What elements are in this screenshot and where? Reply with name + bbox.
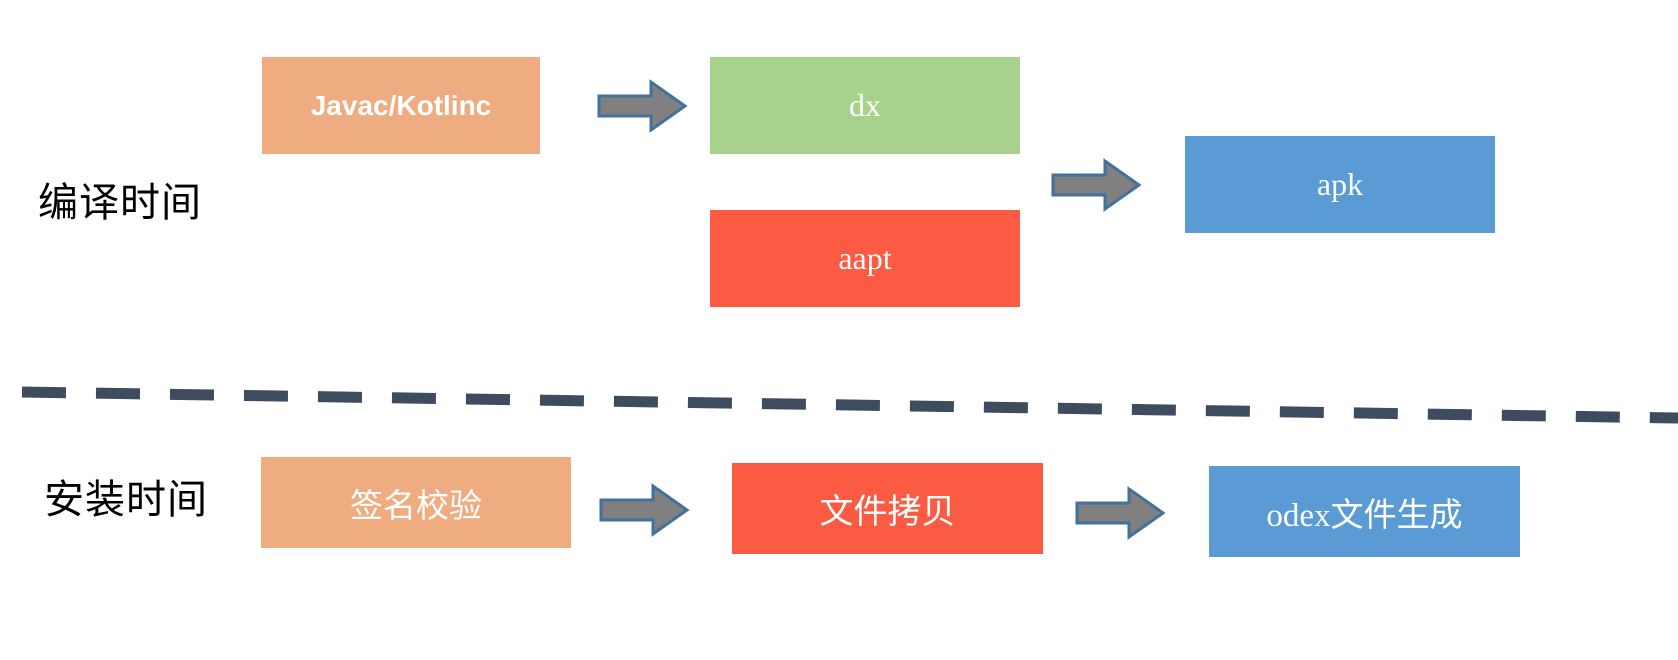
- node-javac-kotlinc-label: Javac/Kotlinc: [310, 89, 492, 121]
- arrow-dx-to-apk: [1051, 158, 1142, 212]
- arrow-javac-to-dx: [597, 79, 688, 133]
- row-label-install: 安装时间: [44, 477, 208, 522]
- node-file-copy[interactable]: 文件拷贝: [732, 463, 1043, 554]
- node-apk-label: apk: [1316, 166, 1364, 202]
- node-signature-verify-label: 签名校验: [350, 488, 482, 525]
- arrow-copy-to-odex: [1075, 486, 1166, 540]
- node-file-copy-label: 文件拷贝: [819, 494, 956, 531]
- node-odex-generate[interactable]: odex文件生成: [1209, 466, 1520, 557]
- node-odex-generate-label: odex文件生成: [1266, 497, 1463, 534]
- node-aapt-label: aapt: [838, 240, 892, 276]
- node-javac-kotlinc[interactable]: Javac/Kotlinc: [262, 57, 540, 154]
- node-signature-verify[interactable]: 签名校验: [261, 457, 571, 548]
- node-aapt[interactable]: aapt: [710, 210, 1020, 307]
- row-label-compile: 编译时间: [38, 180, 202, 225]
- node-dx[interactable]: dx: [710, 57, 1020, 154]
- node-apk[interactable]: apk: [1185, 136, 1495, 233]
- arrow-sign-to-copy: [599, 483, 690, 537]
- node-dx-label: dx: [849, 87, 881, 123]
